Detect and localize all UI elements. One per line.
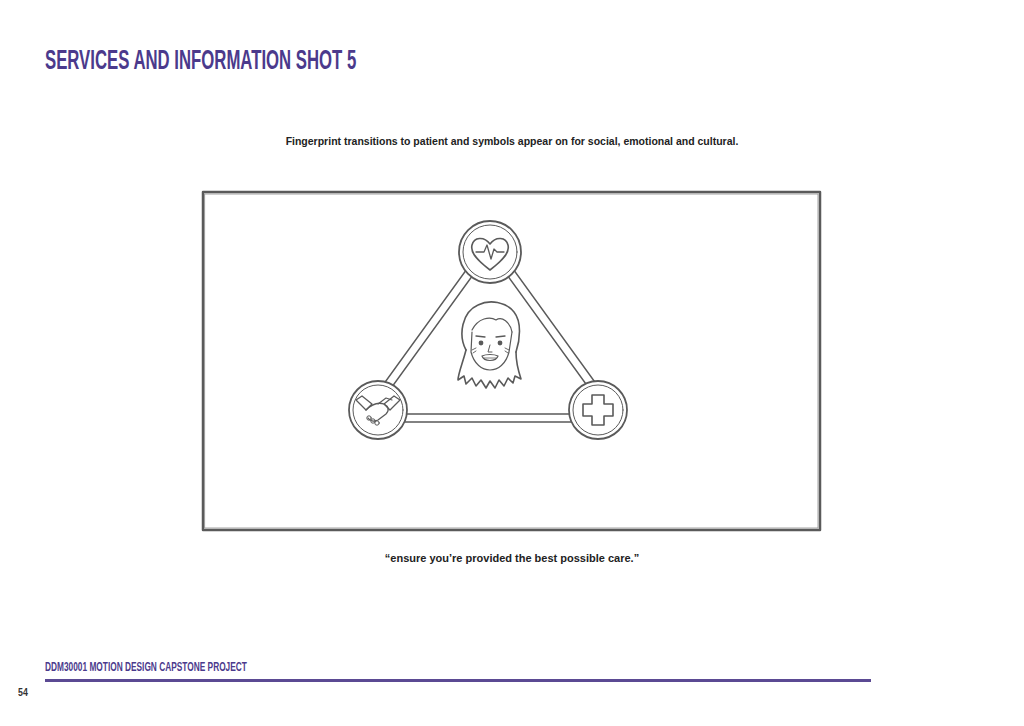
page-title: SERVICES AND INFORMATION SHOT 5: [45, 44, 356, 76]
storyboard-frame: [203, 192, 820, 530]
social-symbol: [349, 381, 407, 439]
page-number: 54: [18, 686, 28, 699]
emotional-symbol: [459, 221, 521, 283]
shot-description: Fingerprint transitions to patient and s…: [286, 135, 739, 148]
patient-face: [458, 302, 521, 388]
cultural-symbol: [569, 381, 627, 439]
dialogue-caption: “ensure you’re provided the best possibl…: [385, 552, 639, 565]
triangle-bars: [383, 262, 597, 422]
storyboard-frame-sketch: [205, 194, 818, 528]
footer-rule: [45, 679, 871, 682]
footer-course: DDM30001 MOTION DESIGN CAPSTONE PROJECT: [45, 659, 247, 675]
